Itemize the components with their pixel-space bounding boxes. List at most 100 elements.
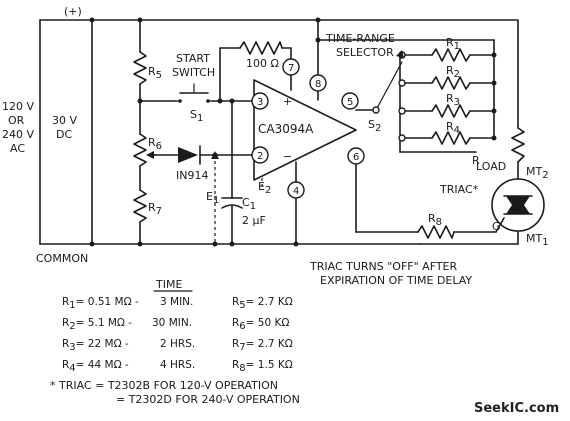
s2-label: S [368, 118, 375, 131]
time-range-label-2: SELECTOR [336, 46, 394, 59]
r-load-label: R [472, 154, 480, 167]
table-row-r1: R1= 0.51 MΩ - [62, 296, 139, 311]
table-row-r4: R4= 44 MΩ - [62, 359, 129, 374]
wiring [39, 19, 519, 245]
svg-text:R1: R1 [446, 36, 460, 52]
c1-label: C [242, 196, 250, 209]
table-time-r1: 3 MIN. [160, 296, 193, 308]
r5-label: R [148, 65, 156, 78]
svg-text:R5: R5 [148, 65, 162, 81]
svg-text:R2: R2 [446, 64, 460, 80]
load-label: LOAD [476, 160, 506, 173]
c1-value: 2 µF [242, 214, 266, 227]
resistor-r2 [431, 76, 471, 90]
supply-plus-label: (+) [64, 5, 82, 18]
pin2-number: 2 [257, 151, 263, 162]
r7-label: R [148, 201, 156, 214]
resistor-r4 [431, 131, 471, 145]
svg-text:R4: R4 [446, 120, 460, 136]
svg-text:C1: C1 [242, 196, 256, 212]
table-row-r7: R7= 2.7 KΩ [232, 338, 293, 353]
component-table: TIME R1= 0.51 MΩ - 3 MIN. R2= 5.1 MΩ - 3… [62, 278, 293, 374]
diode-label: IN914 [176, 169, 208, 182]
resistor-r5 [133, 51, 147, 85]
switch-label: SWITCH [172, 66, 215, 79]
watermark: SeekIC.com [474, 401, 559, 416]
pin3-number: 3 [257, 97, 263, 108]
pin-6 [347, 147, 365, 165]
svg-text:S1: S1 [190, 108, 203, 124]
note-line-1: TRIAC TURNS "OFF" AFTER [309, 260, 457, 273]
svg-text:R7: R7 [148, 201, 162, 217]
resistor-r3 [431, 104, 471, 118]
schematic-labels: (+) 120 V OR 240 V AC 30 V DC COMMON R5 … [2, 5, 549, 287]
junction-dots [89, 17, 497, 247]
ac-label-3: 240 V [2, 128, 34, 141]
r8-label: R [428, 212, 436, 225]
minus-input-label: − [283, 150, 292, 163]
footnote-line-2: = T2302D FOR 240-V OPERATION [116, 393, 300, 406]
pin4-number: 4 [293, 186, 299, 197]
r3-label: R [446, 92, 454, 105]
footnote-line-1: * TRIAC = T2302B FOR 120-V OPERATION [50, 379, 278, 392]
triac-label: TRIAC* [439, 183, 479, 196]
resistor-r7 [133, 189, 147, 223]
mt1-label: MT [526, 232, 542, 245]
resistor-r1 [431, 48, 471, 62]
pin-7 [282, 58, 300, 76]
svg-text:MT2: MT2 [526, 165, 549, 181]
table-row-r3: R3= 22 MΩ - [62, 338, 129, 353]
r4-label: R [446, 120, 454, 133]
r100-label: 100 Ω [246, 57, 279, 70]
table-row-r2: R2= 5.1 MΩ - [62, 317, 132, 332]
e1-label: E [206, 190, 213, 203]
r6-label: R [148, 136, 156, 149]
resistor-r-load [511, 127, 525, 163]
svg-text:S2: S2 [368, 118, 381, 134]
table-time-r3: 2 HRS. [160, 338, 195, 350]
pin8-number: 8 [315, 79, 321, 90]
dc-label-1: 30 V [52, 114, 77, 127]
svg-text:R6: R6 [148, 136, 162, 152]
table-time-r4: 4 HRS. [160, 359, 195, 371]
svg-text:R8: R8 [428, 212, 442, 228]
time-header: TIME [155, 278, 182, 291]
pin-2 [251, 146, 269, 164]
pin7-number: 7 [288, 63, 294, 74]
time-range-selector [372, 50, 406, 142]
resistor-r6 [133, 133, 157, 167]
pin-3 [251, 92, 269, 110]
mt2-label: MT [526, 165, 542, 178]
pin5-number: 5 [347, 97, 353, 108]
pin-8 [309, 74, 327, 92]
triac [491, 178, 545, 232]
start-switch [175, 83, 213, 103]
start-label: START [176, 52, 210, 65]
dc-label-2: DC [56, 128, 72, 141]
resistor-r8 [417, 225, 455, 239]
ic-ca3094a [253, 79, 357, 181]
svg-text:E1: E1 [206, 190, 219, 206]
capacitor-c1 [221, 197, 243, 209]
r1-label: R [446, 36, 454, 49]
pin-5 [341, 92, 359, 110]
diode-in914 [178, 145, 201, 165]
table-row-r5: R5= 2.7 KΩ [232, 296, 293, 311]
s1-label: S [190, 108, 197, 121]
common-label: COMMON [36, 252, 88, 265]
r2-label: R [446, 64, 454, 77]
gate-label: G [492, 220, 501, 233]
pin6-number: 6 [353, 152, 359, 163]
ac-label-1: 120 V [2, 100, 34, 113]
time-range-label-1: TIME-RANGE [325, 32, 395, 45]
ic-pins [251, 58, 365, 199]
svg-text:R3: R3 [446, 92, 460, 108]
e2-label: E [258, 180, 265, 193]
note-line-2: EXPIRATION OF TIME DELAY [320, 274, 472, 287]
table-row-r8: R8= 1.5 KΩ [232, 359, 293, 374]
ac-label-4: AC [10, 142, 25, 155]
table-time-r2: 30 MIN. [152, 317, 192, 329]
plus-input-label: + [283, 95, 292, 108]
svg-text:E2: E2 [258, 180, 271, 196]
